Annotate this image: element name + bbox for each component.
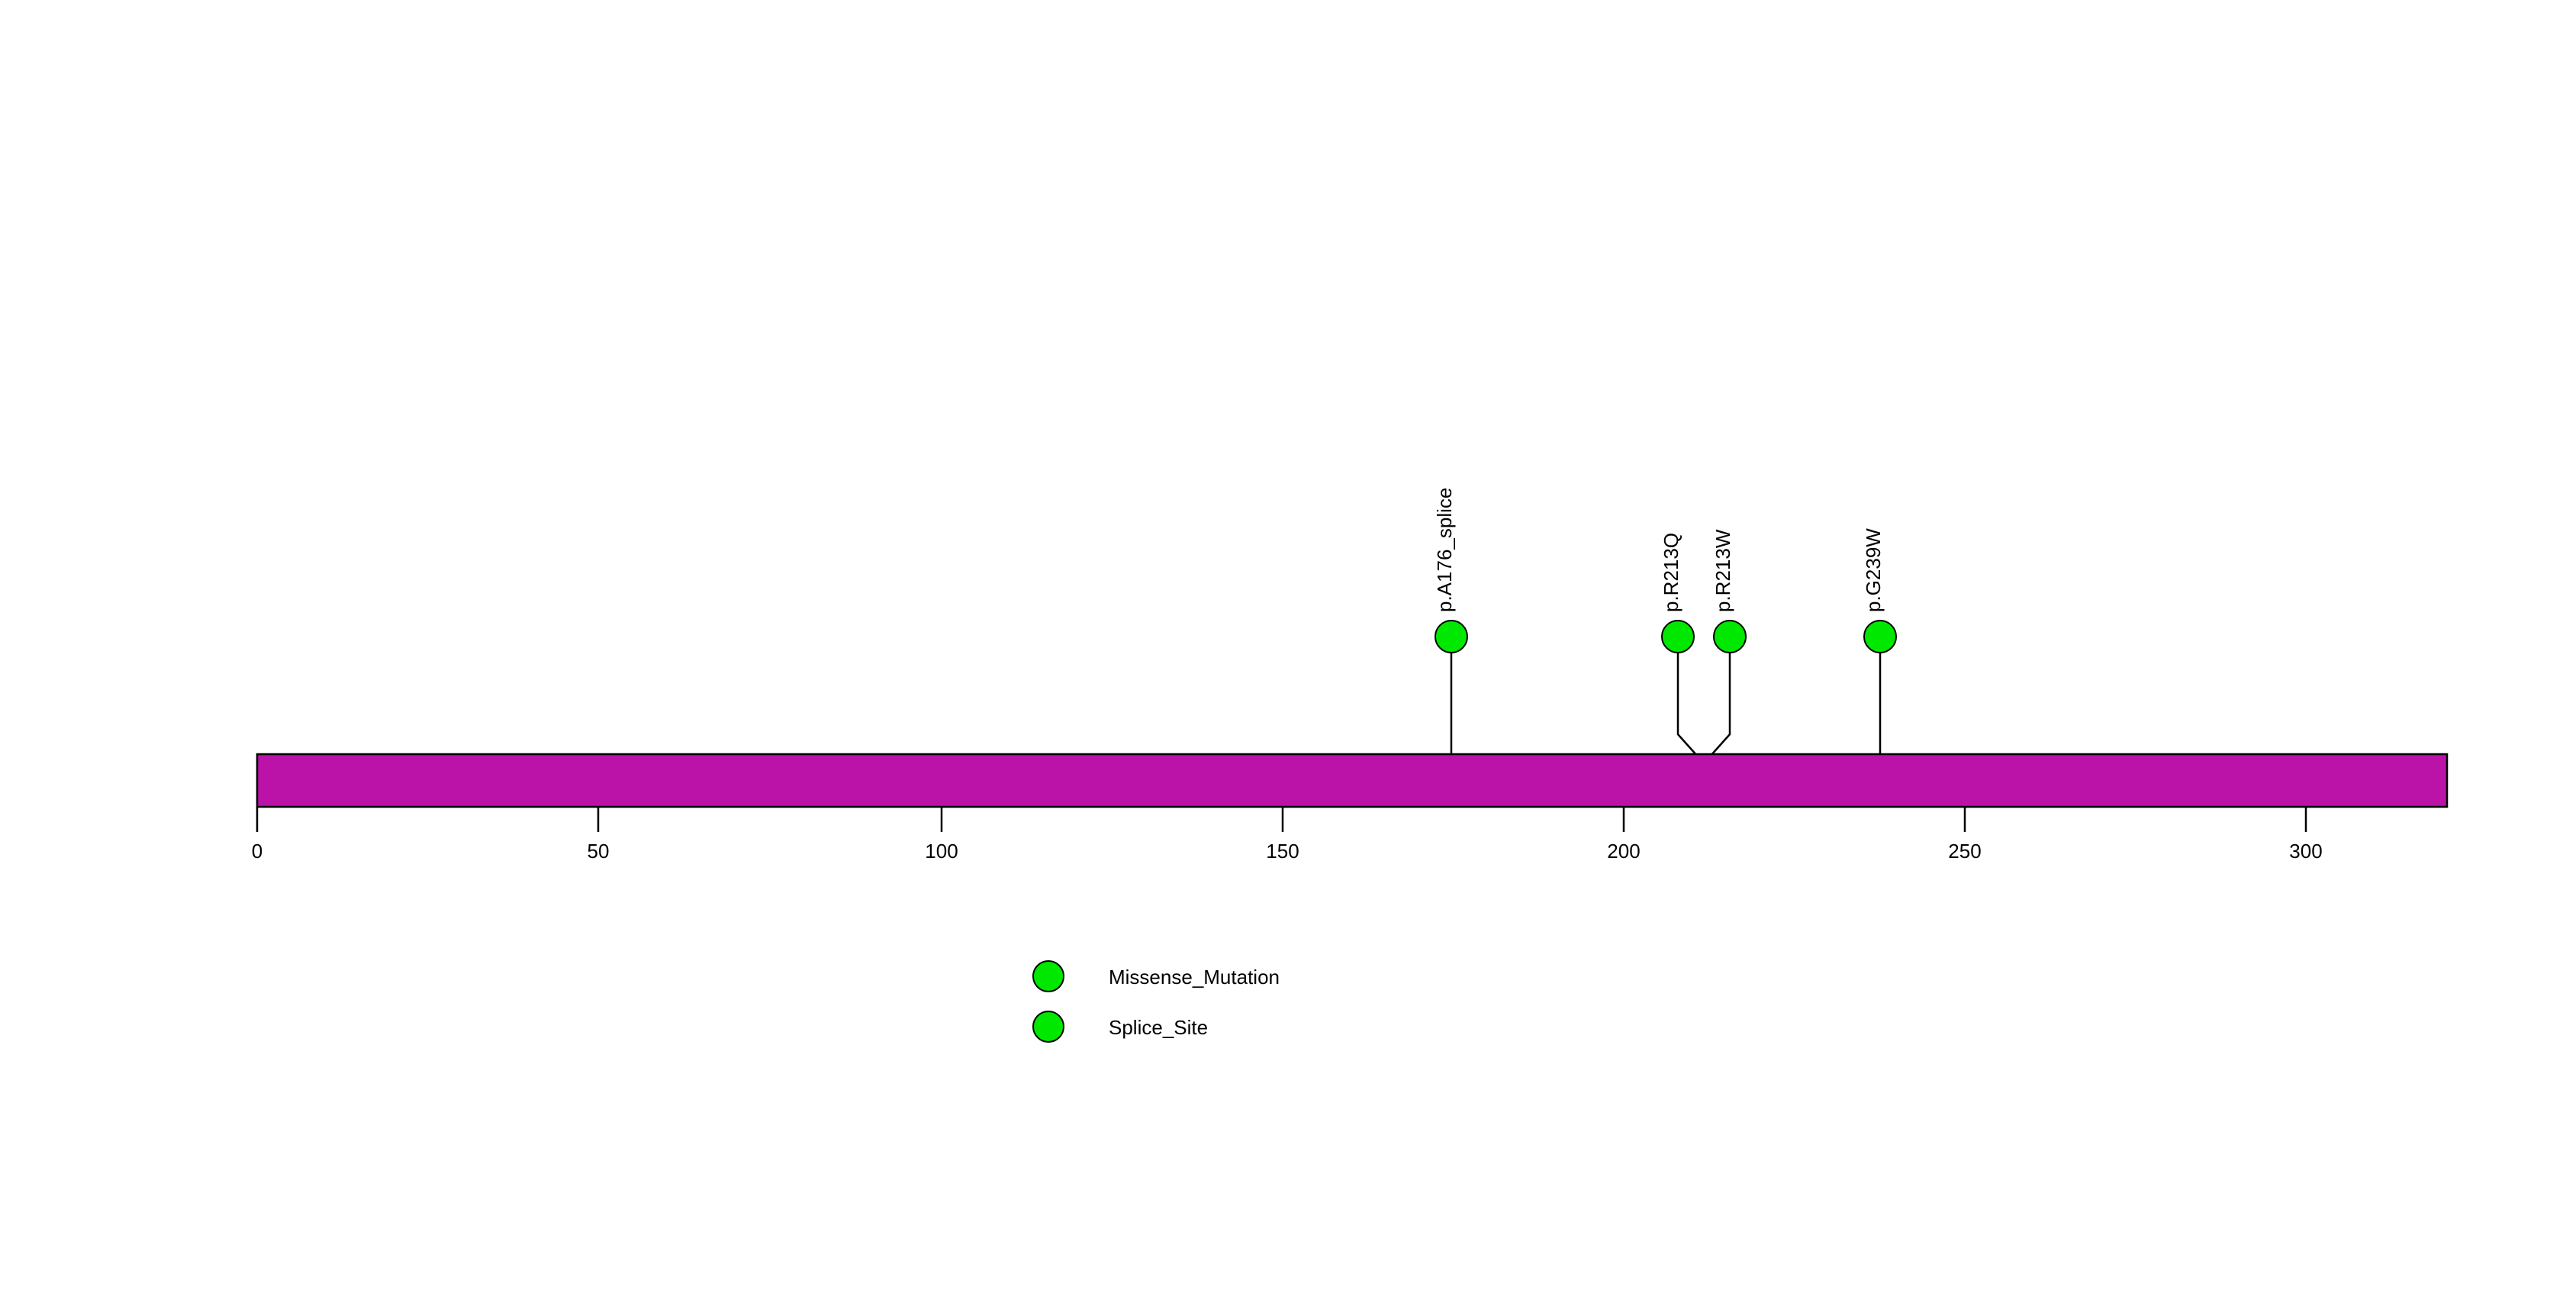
axis-tick-100: 100 [925, 807, 958, 863]
axis-tick-0: 0 [252, 807, 262, 863]
axis-tick-150: 150 [1266, 807, 1299, 863]
stem-p-R213Q [1676, 653, 1705, 764]
axis-tick-250: 250 [1948, 807, 1982, 863]
legend-item-missense-mutation[interactable]: Missense_Mutation [1032, 960, 1280, 992]
mutation-label: p.R213Q [1660, 533, 1682, 612]
x-axis: 0 50 100 150 200 250 [252, 807, 2323, 863]
mutation-p-A176-splice[interactable]: p.A176_splice [1433, 488, 1468, 653]
legend: Missense_Mutation Splice_Site [1032, 960, 1280, 1043]
axis-tick-label: 150 [1266, 840, 1299, 863]
mutation-marker-circle[interactable] [1435, 620, 1468, 653]
axis-tick-label: 50 [588, 840, 610, 863]
stem-p-R213W [1703, 653, 1731, 764]
axis-tick-label: 100 [925, 840, 958, 863]
axis-tick-label: 0 [252, 840, 262, 863]
mutation-p-G239W[interactable]: p.G239W [1862, 528, 1897, 653]
legend-marker-circle [1032, 1011, 1064, 1043]
legend-item-splice-site[interactable]: Splice_Site [1032, 1011, 1208, 1043]
protein-backbone [256, 753, 2449, 808]
mutation-p-R213W[interactable]: p.R213W [1711, 529, 1747, 653]
mutation-label: p.G239W [1862, 528, 1885, 612]
axis-tick-300: 300 [2289, 807, 2323, 863]
axis-tick-200: 200 [1607, 807, 1641, 863]
mutation-marker-circle[interactable] [1863, 620, 1897, 653]
mutation-markers: p.A176_splice p.R213Q p.R213W p.G239W [1433, 488, 1897, 653]
mutation-marker-circle[interactable] [1713, 620, 1747, 653]
mutation-p-R213Q[interactable]: p.R213Q [1660, 533, 1695, 653]
axis-tick-50: 50 [588, 807, 610, 863]
axis-tick-label: 250 [1948, 840, 1981, 863]
protein-bar [256, 753, 2449, 808]
legend-marker-circle [1032, 960, 1064, 992]
legend-item-label: Splice_Site [1109, 1016, 1208, 1039]
mutation-marker-circle[interactable] [1661, 620, 1695, 653]
axis-tick-label: 300 [2289, 840, 2322, 863]
axis-tick-label: 200 [1607, 840, 1640, 863]
mutation-label: p.A176_splice [1433, 488, 1456, 612]
mutation-label: p.R213W [1711, 529, 1734, 612]
legend-item-label: Missense_Mutation [1109, 966, 1280, 988]
